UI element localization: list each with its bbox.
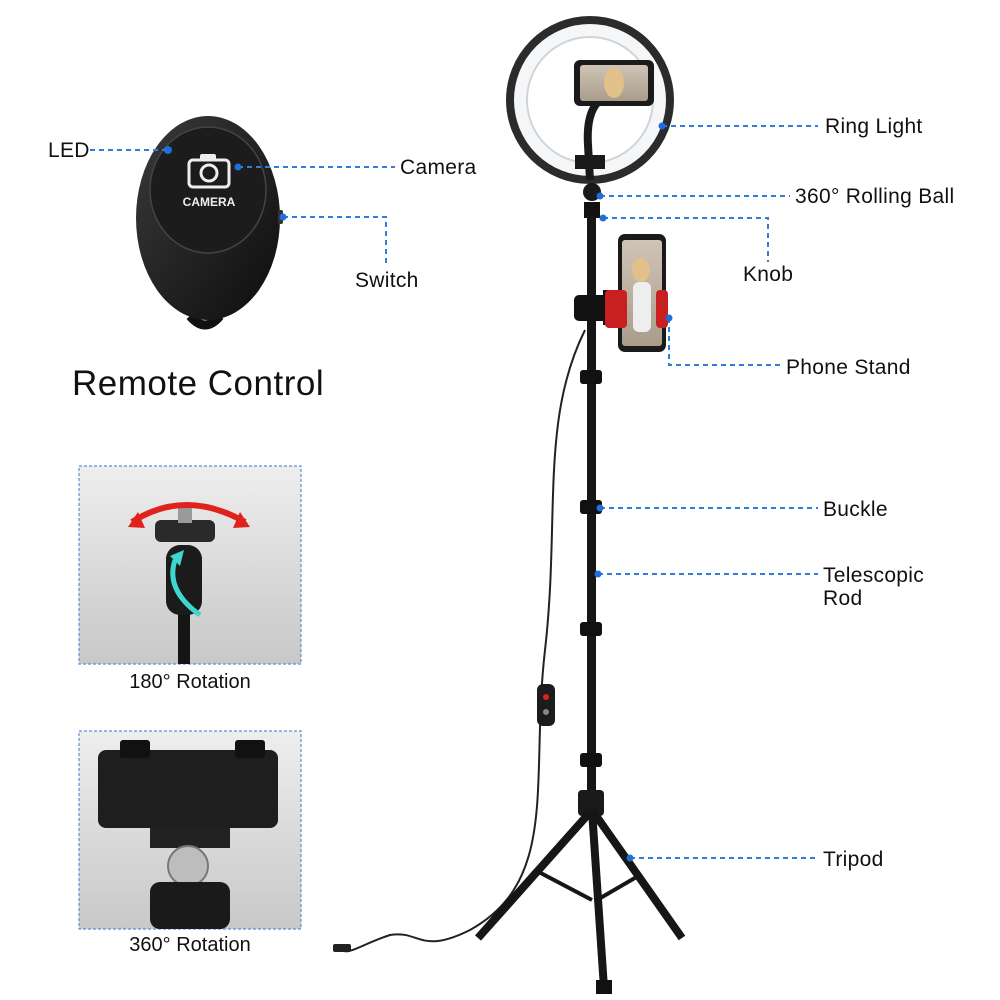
callout-dot-ring-light: [658, 122, 666, 130]
callout-dot-knob: [599, 214, 607, 222]
callout-line-phone-stand: [668, 318, 782, 366]
caption-360-rotation: 360° Rotation: [129, 934, 251, 956]
detail-panel-360: [78, 730, 302, 930]
buckle-2: [580, 500, 602, 514]
callout-dot-telescopic-rod: [594, 570, 602, 578]
callout-dot-tripod: [626, 854, 634, 862]
buckle-3: [580, 622, 602, 636]
remote-button: [149, 126, 267, 254]
usb-plug: [333, 944, 351, 952]
label-led: LED: [48, 139, 90, 162]
callout-dot-camera: [234, 163, 242, 171]
label-rolling-ball: 360° Rolling Ball: [795, 185, 955, 208]
label-knob: Knob: [743, 263, 794, 286]
tripod-leg-left: [475, 807, 595, 941]
tripod-leg-right: [588, 807, 686, 941]
label-telescopic-rod-line1: Telescopic: [823, 564, 925, 587]
camera-icon: [187, 154, 231, 189]
callout-dot-buckle: [596, 504, 604, 512]
remote-button-text: CAMERA: [183, 195, 236, 209]
label-phone-stand: Phone Stand: [786, 356, 911, 379]
label-buckle: Buckle: [823, 498, 888, 521]
remote-control: [136, 116, 283, 330]
rotation-arrow-cyan: [170, 559, 202, 618]
callout-dot-phone-stand: [665, 314, 673, 322]
buckle-1: [580, 370, 602, 384]
callout-dot-rolling-ball: [596, 192, 604, 200]
callout-line-switch: [283, 216, 387, 266]
power-cable: [339, 329, 586, 953]
callout-lines: [90, 125, 818, 859]
ring-light-stand: [333, 16, 686, 994]
callout-dots: [234, 122, 673, 862]
detail-panel-180: [78, 465, 302, 665]
callout-dot-switch: [279, 213, 287, 221]
remote-control-title: Remote Control: [72, 364, 325, 403]
label-telescopic-rod-line2: Rod: [823, 587, 863, 610]
rotation-arrow-red: [130, 502, 247, 525]
caption-180-rotation: 180° Rotation: [129, 671, 251, 693]
buckle-4: [580, 753, 602, 767]
callout-line-knob: [603, 217, 769, 262]
label-switch: Switch: [355, 269, 419, 292]
inline-controller: [537, 684, 555, 726]
label-camera: Camera: [400, 156, 477, 179]
led-indicator: [164, 146, 172, 154]
rolling-ball: [583, 183, 601, 201]
label-tripod: Tripod: [823, 848, 884, 871]
knob: [584, 202, 600, 218]
label-ring-light: Ring Light: [825, 115, 923, 138]
